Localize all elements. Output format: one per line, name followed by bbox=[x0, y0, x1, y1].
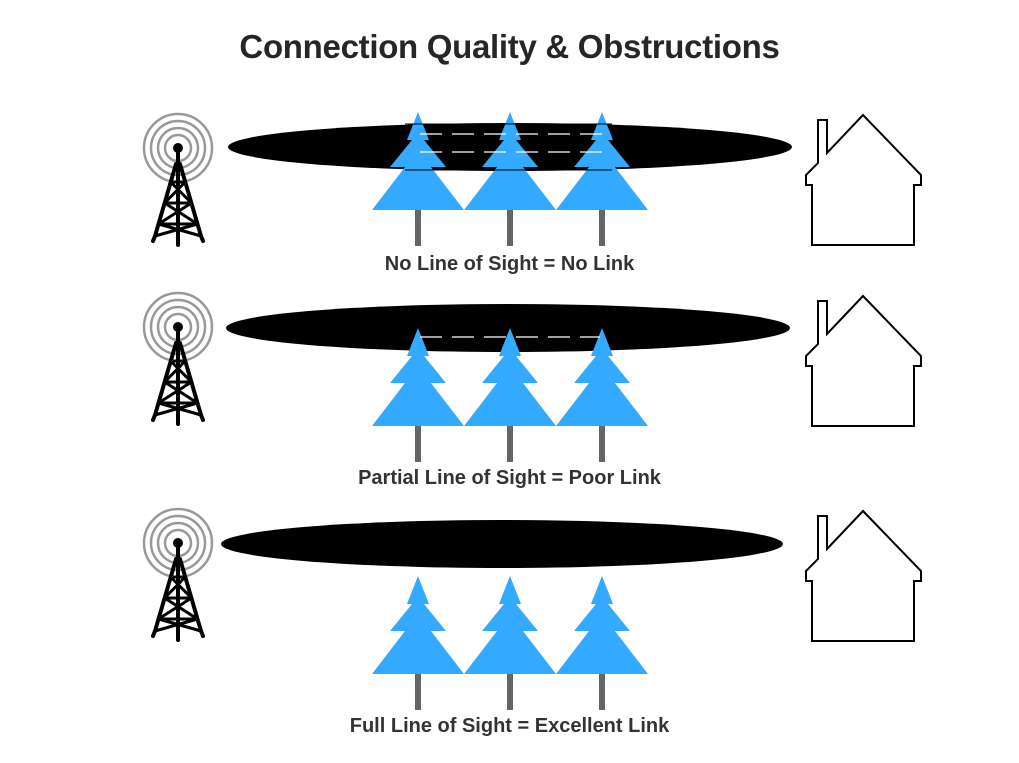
pine-tree-icon bbox=[556, 112, 648, 246]
beam-poor-link bbox=[226, 304, 790, 352]
house-icon bbox=[805, 509, 922, 642]
radio-tower-icon bbox=[142, 507, 214, 642]
pine-tree-icon bbox=[372, 576, 464, 710]
beam-excellent-link bbox=[221, 520, 783, 568]
pine-tree-icon bbox=[556, 576, 648, 710]
pine-tree-icon bbox=[464, 328, 556, 462]
pine-tree-icon bbox=[464, 576, 556, 710]
caption-excellent-link: Full Line of Sight = Excellent Link bbox=[349, 715, 670, 737]
pine-tree-icon bbox=[464, 112, 556, 246]
house-icon bbox=[805, 113, 922, 246]
radio-tower-icon bbox=[142, 112, 214, 247]
caption-no-link: No Line of Sight = No Link bbox=[384, 253, 635, 275]
pine-tree-icon bbox=[372, 112, 464, 246]
radio-tower-icon bbox=[142, 291, 214, 426]
house-icon bbox=[805, 294, 922, 427]
page-title: Connection Quality & Obstructions bbox=[239, 28, 780, 65]
pine-tree-icon bbox=[372, 328, 464, 462]
pine-tree-icon bbox=[556, 328, 648, 462]
caption-poor-link: Partial Line of Sight = Poor Link bbox=[358, 467, 661, 489]
